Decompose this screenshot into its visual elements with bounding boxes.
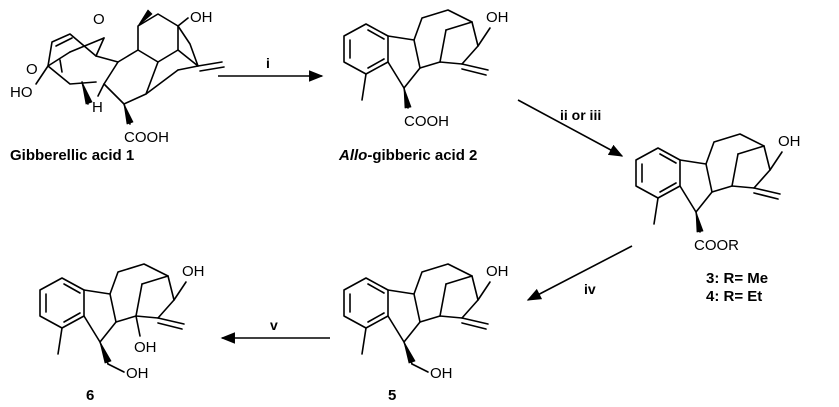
skeleton-bonds — [39, 263, 187, 373]
reagent-label: iv — [584, 281, 596, 297]
caption-rest: -gibberic acid 2 — [367, 147, 477, 164]
stereo-wedges — [695, 211, 704, 233]
hydroxyl-label-side: OH — [430, 365, 453, 382]
hydroxyl-label: OH — [778, 133, 801, 150]
hydroxyl-label-top: OH — [182, 263, 205, 280]
reaction-arrow-v: v — [220, 317, 330, 344]
carboxyl-label: COOH — [124, 129, 169, 146]
compound-diol-5: OH OH 5 — [343, 263, 509, 404]
skeleton-bonds — [35, 13, 225, 125]
compound-esters-3-4: OH COOR 3: R= Me 4: R= Et — [635, 133, 801, 305]
compound-caption: Allo-gibberic acid 2 — [338, 147, 477, 164]
stereo-wedges — [99, 341, 112, 364]
compound-caption: 5 — [388, 387, 396, 404]
skeleton-bonds — [635, 133, 783, 233]
ester-label: COOR — [694, 237, 739, 254]
caption-line-ethyl: 4: R= Et — [706, 288, 762, 305]
stereo-wedges — [403, 341, 416, 364]
stereo-wedges — [403, 87, 412, 109]
compound-allo-gibberic-acid: OH COOH Allo-gibberic acid 2 — [338, 9, 509, 164]
stereo-wedges — [81, 9, 153, 125]
reagent-label: ii or iii — [560, 107, 601, 123]
reaction-arrow-i: i — [218, 55, 324, 82]
hydroxyl-label-ho: HO — [10, 84, 33, 101]
bridge-oxygen-label: O — [93, 11, 105, 28]
caption-line-methyl: 3: R= Me — [706, 270, 768, 287]
hydrogen-label: H — [92, 99, 103, 116]
compound-triol-6: OH OH OH 6 — [39, 263, 205, 404]
hydroxyl-label: OH — [190, 9, 213, 26]
hydroxyl-label-top: OH — [486, 263, 509, 280]
carboxyl-label: COOH — [404, 113, 449, 130]
hydroxyl-label: OH — [486, 9, 509, 26]
compound-caption: 6 — [86, 387, 94, 404]
reaction-arrow-ii-iii: ii or iii — [517, 99, 624, 157]
skeleton-bonds — [343, 9, 491, 109]
reagent-label: v — [270, 317, 278, 333]
compound-caption: Gibberellic acid 1 — [10, 147, 134, 164]
hydroxyl-label-ring: OH — [134, 339, 157, 356]
caption-italic: Allo — [338, 147, 367, 164]
hydroxyl-label-side: OH — [126, 365, 149, 382]
skeleton-bonds — [343, 263, 491, 373]
reagent-label: i — [266, 55, 270, 71]
reaction-arrow-iv: iv — [526, 245, 633, 301]
lactone-oxygen-label: O — [26, 61, 38, 78]
compound-gibberellic-acid: O OH O HO H COOH Gibberellic acid 1 — [10, 9, 225, 164]
